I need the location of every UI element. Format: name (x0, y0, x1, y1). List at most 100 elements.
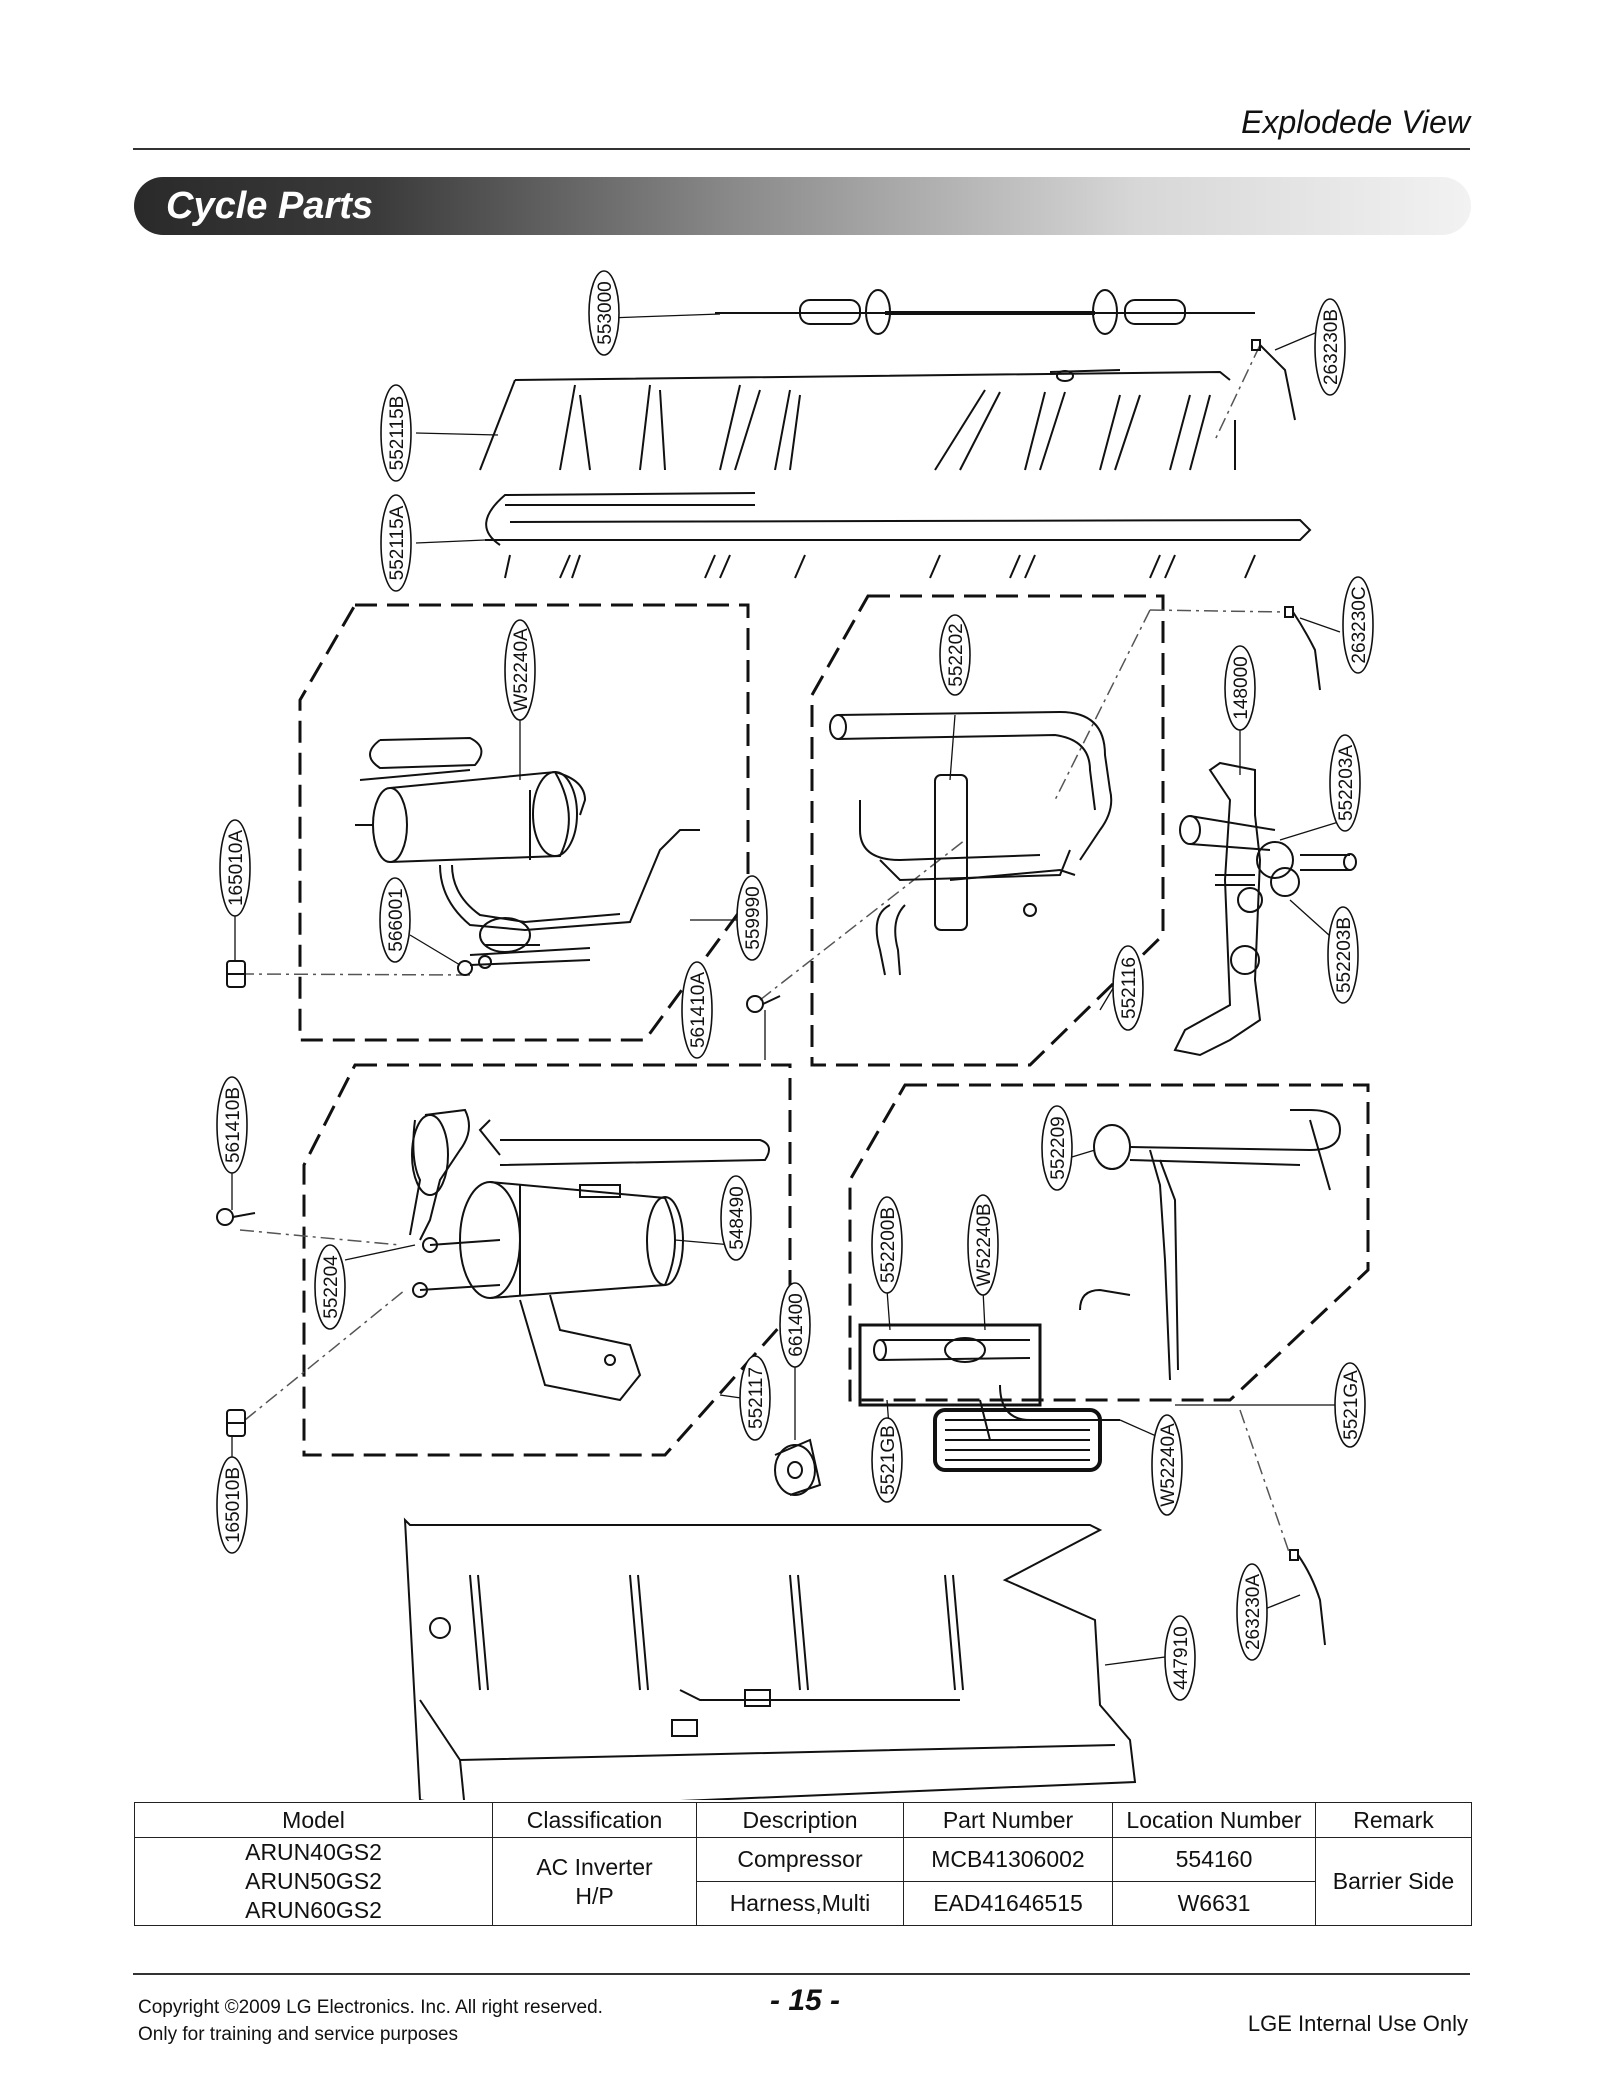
table-header: Classification (492, 1802, 697, 1838)
callout-label: 552115B (387, 396, 408, 471)
sensor-263230B (1251, 339, 1296, 421)
sensor-263230C (1284, 606, 1321, 691)
callout: 559990 (736, 875, 768, 961)
table-row: Harness,Multi EAD41646515 W6631 (135, 1881, 1472, 1926)
callout: 552203A (1329, 734, 1361, 832)
table-header-row: Model Classification Description Part Nu… (134, 1802, 1472, 1838)
classification-line: AC Inverter (536, 1853, 653, 1880)
base-pan-447910 (403, 1517, 1137, 1800)
callout: 552115A (380, 494, 412, 592)
callout: 148000 (1224, 645, 1256, 731)
callout: 552116 (1112, 945, 1144, 1031)
oil-separator-assembly (858, 1109, 1342, 1472)
group-box-accumulator (298, 603, 750, 1042)
table-row: ARUN40GS2 ARUN50GS2 ARUN60GS2 AC Inverte… (134, 1837, 1472, 1926)
callout: 552200B (871, 1196, 903, 1294)
callout: 561410B (216, 1076, 248, 1174)
section-title: Cycle Parts (166, 185, 374, 227)
callout: 447910 (1164, 1615, 1196, 1701)
callout: 165010B (216, 1456, 248, 1554)
callout-label: 552117 (746, 1367, 767, 1429)
compressor-assembly (409, 1108, 770, 1402)
remark-cell: Barrier Side (1315, 1837, 1472, 1926)
callout-label: 263230A (1243, 1574, 1264, 1650)
classification-cell: AC Inverter H/P (492, 1837, 697, 1926)
callout: W52240A (1151, 1414, 1183, 1516)
section-banner: Cycle Parts (134, 177, 1471, 235)
callout: W52240A (504, 619, 536, 721)
valve-bracket-assembly (1173, 761, 1357, 1057)
exploded-view-diagram: 553000 263230B 552115B 552115A W52240A 5… (216, 270, 1374, 1800)
callout: 552117 (739, 1355, 771, 1441)
callout: 552203B (1327, 906, 1359, 1004)
copyright-line: Copyright ©2009 LG Electronics. Inc. All… (138, 1997, 603, 2018)
copyright-notice: Copyright ©2009 LG Electronics. Inc. All… (138, 1994, 603, 2048)
page-number: - 15 - (770, 1984, 841, 2017)
plug-165010A (226, 960, 246, 988)
callout: 566001 (379, 877, 411, 963)
callout-label: 661400 (786, 1293, 807, 1356)
part-number-cell: MCB41306002 (903, 1837, 1113, 1882)
callout: 552202 (939, 614, 971, 696)
pipe-assembly-552115B (479, 369, 1236, 471)
callout: 661400 (779, 1282, 811, 1368)
table-header: Part Number (903, 1802, 1113, 1838)
parts-table: Model Classification Description Part Nu… (134, 1802, 1472, 1926)
callout-label: 561410B (223, 1087, 244, 1163)
callout-label: 148000 (1231, 656, 1252, 719)
callout-label: 447910 (1171, 1626, 1192, 1689)
header-divider (133, 148, 1470, 150)
callout-label: 548490 (727, 1186, 748, 1249)
table-header: Location Number (1112, 1802, 1316, 1838)
callout-label: 263230B (1321, 309, 1342, 385)
model-name: ARUN40GS2 (245, 1839, 382, 1865)
four-way-valve-assembly (829, 710, 1113, 976)
table-header: Description (696, 1802, 904, 1838)
part-number-cell: EAD41646515 (903, 1881, 1113, 1926)
callout-label: 552116 (1119, 957, 1140, 1019)
callout-label: W52240A (511, 628, 532, 712)
callout-label: 552209 (1048, 1116, 1069, 1179)
internal-use-notice: LGE Internal Use Only (1247, 2011, 1468, 2036)
callout-label: 552203B (1334, 917, 1355, 993)
callout: 552204 (314, 1244, 346, 1330)
callout-label: 165010A (226, 830, 247, 906)
accumulator-assembly (355, 736, 700, 976)
callout-label: 559990 (743, 886, 764, 949)
callout: W52240B (967, 1194, 999, 1296)
location-number-cell: 554160 (1112, 1837, 1316, 1882)
callout-label: 553000 (595, 281, 616, 344)
callout: 165010A (219, 819, 251, 917)
callout: 5521GA (1334, 1362, 1366, 1448)
plug-165010B (226, 1409, 246, 1437)
sensor-561410B (216, 1208, 256, 1226)
callout: 263230B (1314, 298, 1346, 396)
training-notice: Only for training and service purposes (138, 2024, 458, 2045)
description-cell: Compressor (696, 1837, 904, 1882)
callout-label: 165010B (223, 1467, 244, 1543)
callout-label: 552202 (946, 623, 967, 686)
pipe-assembly-552115A (485, 492, 1312, 579)
group-box-4way-valve (810, 594, 1165, 1067)
classification-line: H/P (575, 1882, 614, 1909)
group-box-compressor (302, 1063, 792, 1457)
sensor-263230A (1289, 1549, 1326, 1646)
callout: 5521GB (871, 1417, 903, 1503)
table-header: Remark (1315, 1802, 1472, 1838)
callout-label: 263230C (1349, 586, 1370, 663)
callout-label: 552203A (1336, 745, 1357, 821)
callout-label: 5521GB (878, 1425, 899, 1495)
callout: 263230C (1342, 576, 1374, 674)
callout: 552115B (380, 384, 412, 482)
callout: 548490 (720, 1175, 752, 1261)
location-number-cell: W6631 (1112, 1881, 1316, 1926)
table-header: Model (134, 1802, 493, 1838)
pipe-assembly-553000 (715, 289, 1255, 335)
model-cell: ARUN40GS2 ARUN50GS2 ARUN60GS2 (134, 1837, 493, 1926)
coil-661400 (774, 1438, 822, 1496)
group-box-oil-separator (848, 1083, 1370, 1402)
model-name: ARUN60GS2 (245, 1897, 382, 1923)
callout-label: 552115A (387, 505, 408, 580)
description-cell: Harness,Multi (696, 1881, 904, 1926)
callout: 561410A (681, 961, 713, 1059)
